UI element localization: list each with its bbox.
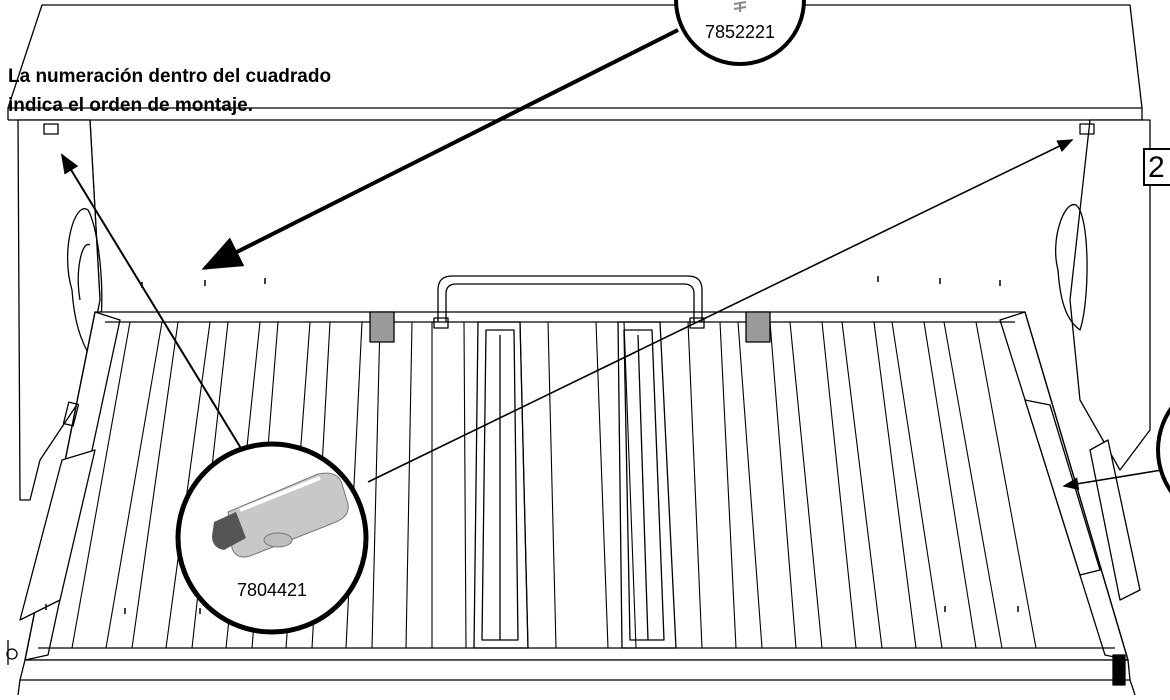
right-partial-callout — [1156, 406, 1170, 494]
cabinet-top-panel — [7, 4, 1143, 121]
handle-bar — [433, 275, 705, 329]
assembly-order-note: La numeración dentro del cuadrado indica… — [8, 62, 331, 120]
soft-close-damper-icon — [212, 472, 349, 558]
damper-part-number: 7804421 — [237, 580, 307, 600]
damper-callout: 7804421 — [175, 441, 369, 635]
arrow-to-screw-location — [201, 28, 679, 270]
arrow-to-damper-left — [60, 153, 243, 451]
right-side-panel — [1054, 119, 1151, 471]
assembly-order-note-line2: indica el orden de montaje. — [8, 95, 253, 116]
cabinet-back-wall — [89, 119, 1091, 301]
screw-icon — [733, 1, 747, 12]
screw-part-number: 7852221 — [705, 22, 775, 42]
left-side-panel — [17, 119, 103, 501]
screw-callout: 7852221 — [674, 0, 806, 66]
hinges — [369, 311, 771, 343]
callout-arrows — [60, 28, 1163, 490]
center-rails — [473, 321, 677, 649]
arrow-to-damper-right — [367, 139, 1074, 483]
step-number-box: 2 — [1143, 148, 1170, 186]
left-side-rail — [6, 401, 96, 665]
arrow-to-right-rail — [1062, 469, 1163, 490]
assembly-order-note-line1: La numeración dentro del cuadrado — [8, 66, 332, 87]
